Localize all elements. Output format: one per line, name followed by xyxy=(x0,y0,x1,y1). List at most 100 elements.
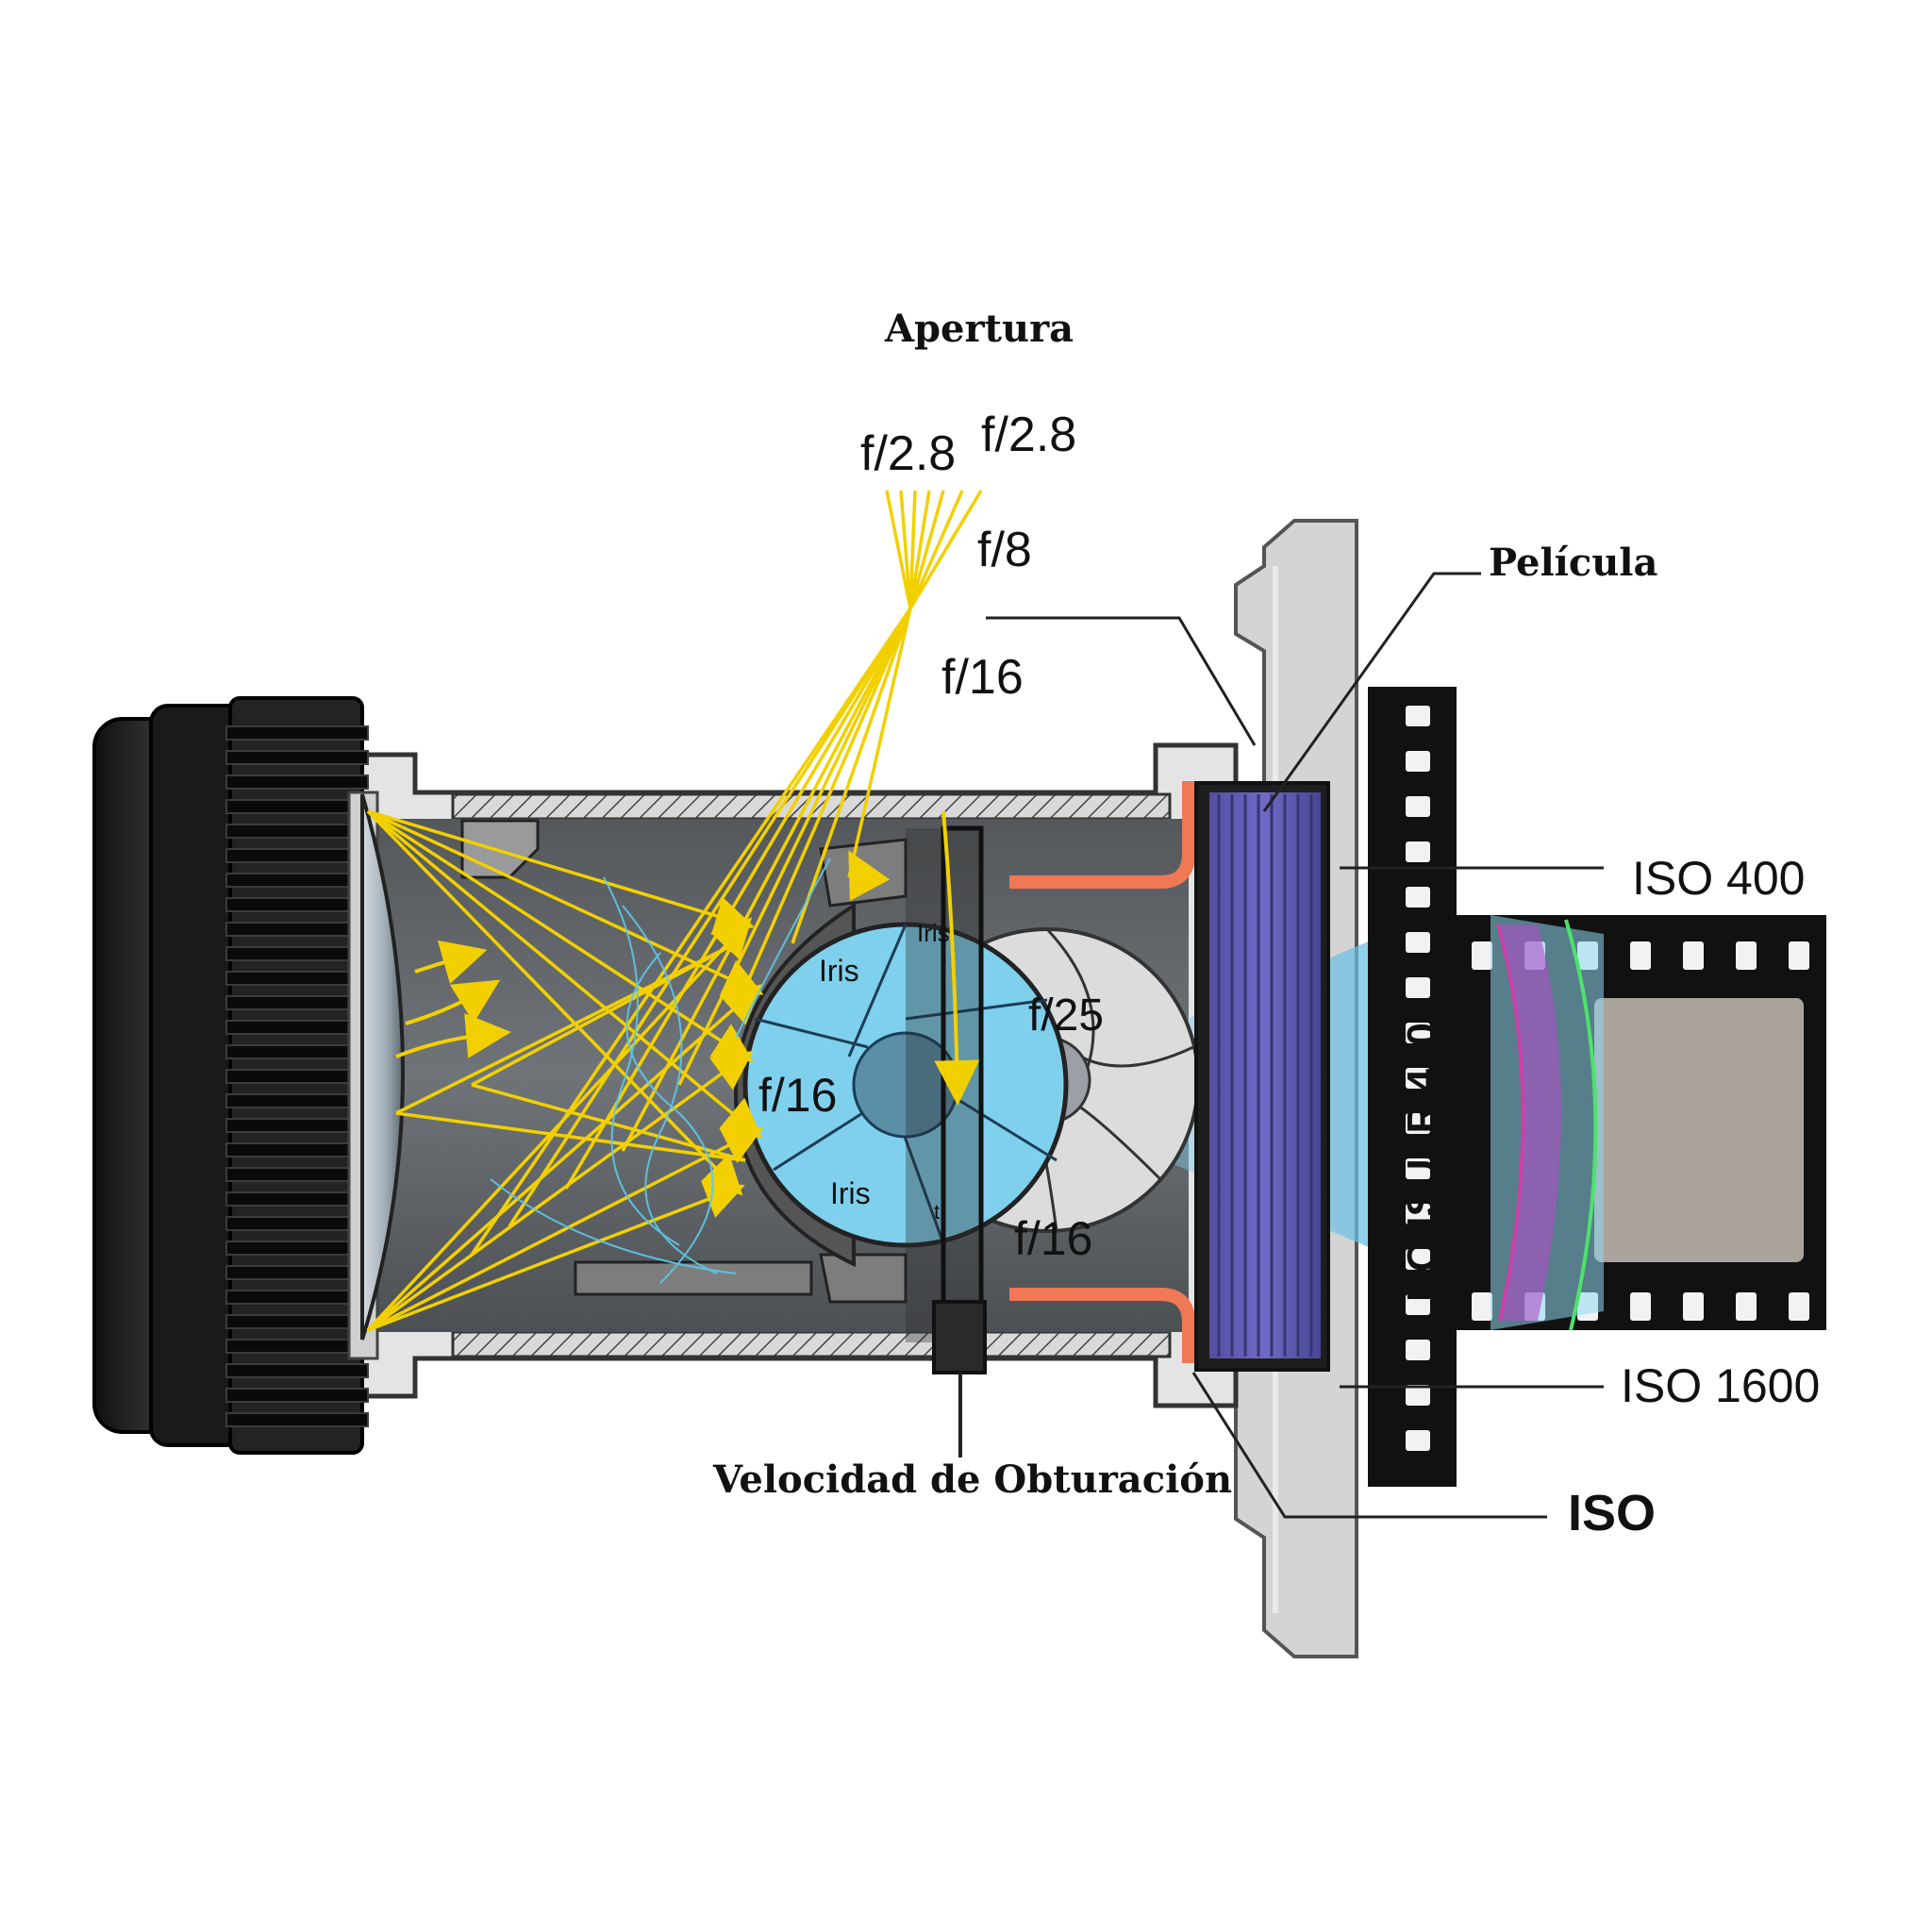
aperture-ray xyxy=(899,490,912,609)
label-iso1600: ISO 1600 xyxy=(1621,1359,1820,1412)
aperture-ray xyxy=(621,608,912,1152)
light-ray xyxy=(367,809,756,936)
grip-tooth xyxy=(225,1044,369,1059)
aperture-ray xyxy=(470,608,912,1256)
film-strip-vertical xyxy=(1368,687,1457,1487)
lens-grip-ring xyxy=(225,725,369,1427)
grip-tooth xyxy=(225,1265,369,1280)
film-perforations xyxy=(1406,706,1430,1451)
aperture-ray xyxy=(908,490,983,609)
film-hole xyxy=(1406,1068,1430,1089)
grip-tooth xyxy=(225,1314,369,1329)
grip-tooth xyxy=(225,725,369,741)
label-iso400: ISO 400 xyxy=(1632,852,1805,905)
grip-tooth xyxy=(225,971,369,986)
grip-tooth xyxy=(225,922,369,937)
light-ray xyxy=(367,1127,764,1332)
grip-tooth xyxy=(225,995,369,1010)
film-hole xyxy=(1406,751,1430,772)
film-hole xyxy=(1406,1158,1430,1179)
light-ray xyxy=(367,809,764,996)
shutter-label-f16: f/16 xyxy=(1014,1212,1092,1265)
label-f16-top: f/16 xyxy=(941,650,1024,705)
sensor-stack xyxy=(1194,781,1330,1372)
label-f28-a: f/2.8 xyxy=(860,426,956,481)
film-hole xyxy=(1406,1340,1430,1360)
grip-tooth xyxy=(225,897,369,912)
light-ray xyxy=(395,1111,746,1162)
aperture-ray xyxy=(885,490,912,609)
film-hole xyxy=(1683,941,1704,970)
light-ray xyxy=(367,809,754,1062)
film-hole xyxy=(1736,941,1757,970)
film-hole xyxy=(1406,1294,1430,1315)
film-hole xyxy=(1683,1292,1704,1321)
grip-tooth xyxy=(225,1142,369,1158)
front-lens-element xyxy=(360,793,405,1341)
grip-tooth xyxy=(225,848,369,863)
label-iso: ISO xyxy=(1568,1485,1656,1541)
film-hole xyxy=(1406,932,1430,953)
light-ray xyxy=(366,809,763,1139)
film-label-vertical: HO ISUTR 4000 xyxy=(1399,1000,1445,1302)
light-ray xyxy=(366,984,762,1332)
label-velocidad: Velocidad de Obturación xyxy=(712,1457,1232,1502)
grip-tooth xyxy=(225,824,369,839)
aperture-ray xyxy=(908,490,945,609)
label-f28-b: f/2.8 xyxy=(981,408,1076,462)
grip-tooth xyxy=(225,1412,369,1427)
film-hole xyxy=(1406,796,1430,817)
light-arrows xyxy=(395,810,980,1106)
film-hole xyxy=(1630,1292,1651,1321)
grip-tooth xyxy=(225,1363,369,1378)
film-hole xyxy=(1406,706,1430,726)
film-hole xyxy=(1406,977,1430,998)
grip-tooth xyxy=(225,873,369,888)
film-strip-horizontal xyxy=(1457,915,1826,1331)
film-hole xyxy=(1406,841,1430,862)
film-hole xyxy=(1406,1113,1430,1134)
grip-tooth xyxy=(225,1118,369,1133)
grip-tooth xyxy=(225,1388,369,1403)
light-ray xyxy=(471,941,737,1087)
label-pelicula: Película xyxy=(1489,541,1657,585)
light-rays-aperture xyxy=(470,490,983,1256)
grip-tooth xyxy=(225,1093,369,1108)
film-hole xyxy=(1789,1292,1809,1321)
film-hole xyxy=(1406,887,1430,908)
light-ray xyxy=(366,809,743,1196)
iris xyxy=(733,902,1069,1268)
film-hole xyxy=(1406,1430,1430,1451)
film-hole xyxy=(1789,941,1809,970)
iris-label-left-bottom: Iris xyxy=(830,1176,871,1210)
grip-tooth xyxy=(225,1020,369,1035)
film-hole xyxy=(1630,941,1651,970)
label-f8: f/8 xyxy=(977,523,1032,577)
film-hole xyxy=(1472,1292,1492,1321)
film-hole xyxy=(1472,941,1492,970)
grip-tooth xyxy=(225,799,369,814)
iris-label-f16: f/16 xyxy=(758,1069,837,1122)
light-ray xyxy=(366,1050,754,1332)
grip-tooth xyxy=(225,1069,369,1084)
grip-tooth xyxy=(225,1241,369,1256)
aperture-ray xyxy=(908,490,917,609)
aperture-ray xyxy=(908,490,931,609)
aperture-ray xyxy=(908,490,964,609)
film-hole xyxy=(1406,1385,1430,1406)
grip-tooth xyxy=(225,1191,369,1207)
iris-label-right-top: Iris xyxy=(917,919,950,947)
leader-lines xyxy=(986,572,1604,1519)
grip-tooth xyxy=(225,1290,369,1305)
aperture-ray xyxy=(508,608,912,1227)
aperture-ray xyxy=(677,608,912,1086)
film-hole xyxy=(1406,1204,1430,1224)
grip-tooth xyxy=(225,946,369,961)
light-ray xyxy=(395,941,737,1115)
grip-tooth xyxy=(225,1339,369,1354)
grip-tooth xyxy=(225,750,369,765)
light-scatter xyxy=(490,858,831,1284)
grip-tooth xyxy=(225,1167,369,1182)
shutter-label-f25: f/25 xyxy=(1028,991,1104,1041)
